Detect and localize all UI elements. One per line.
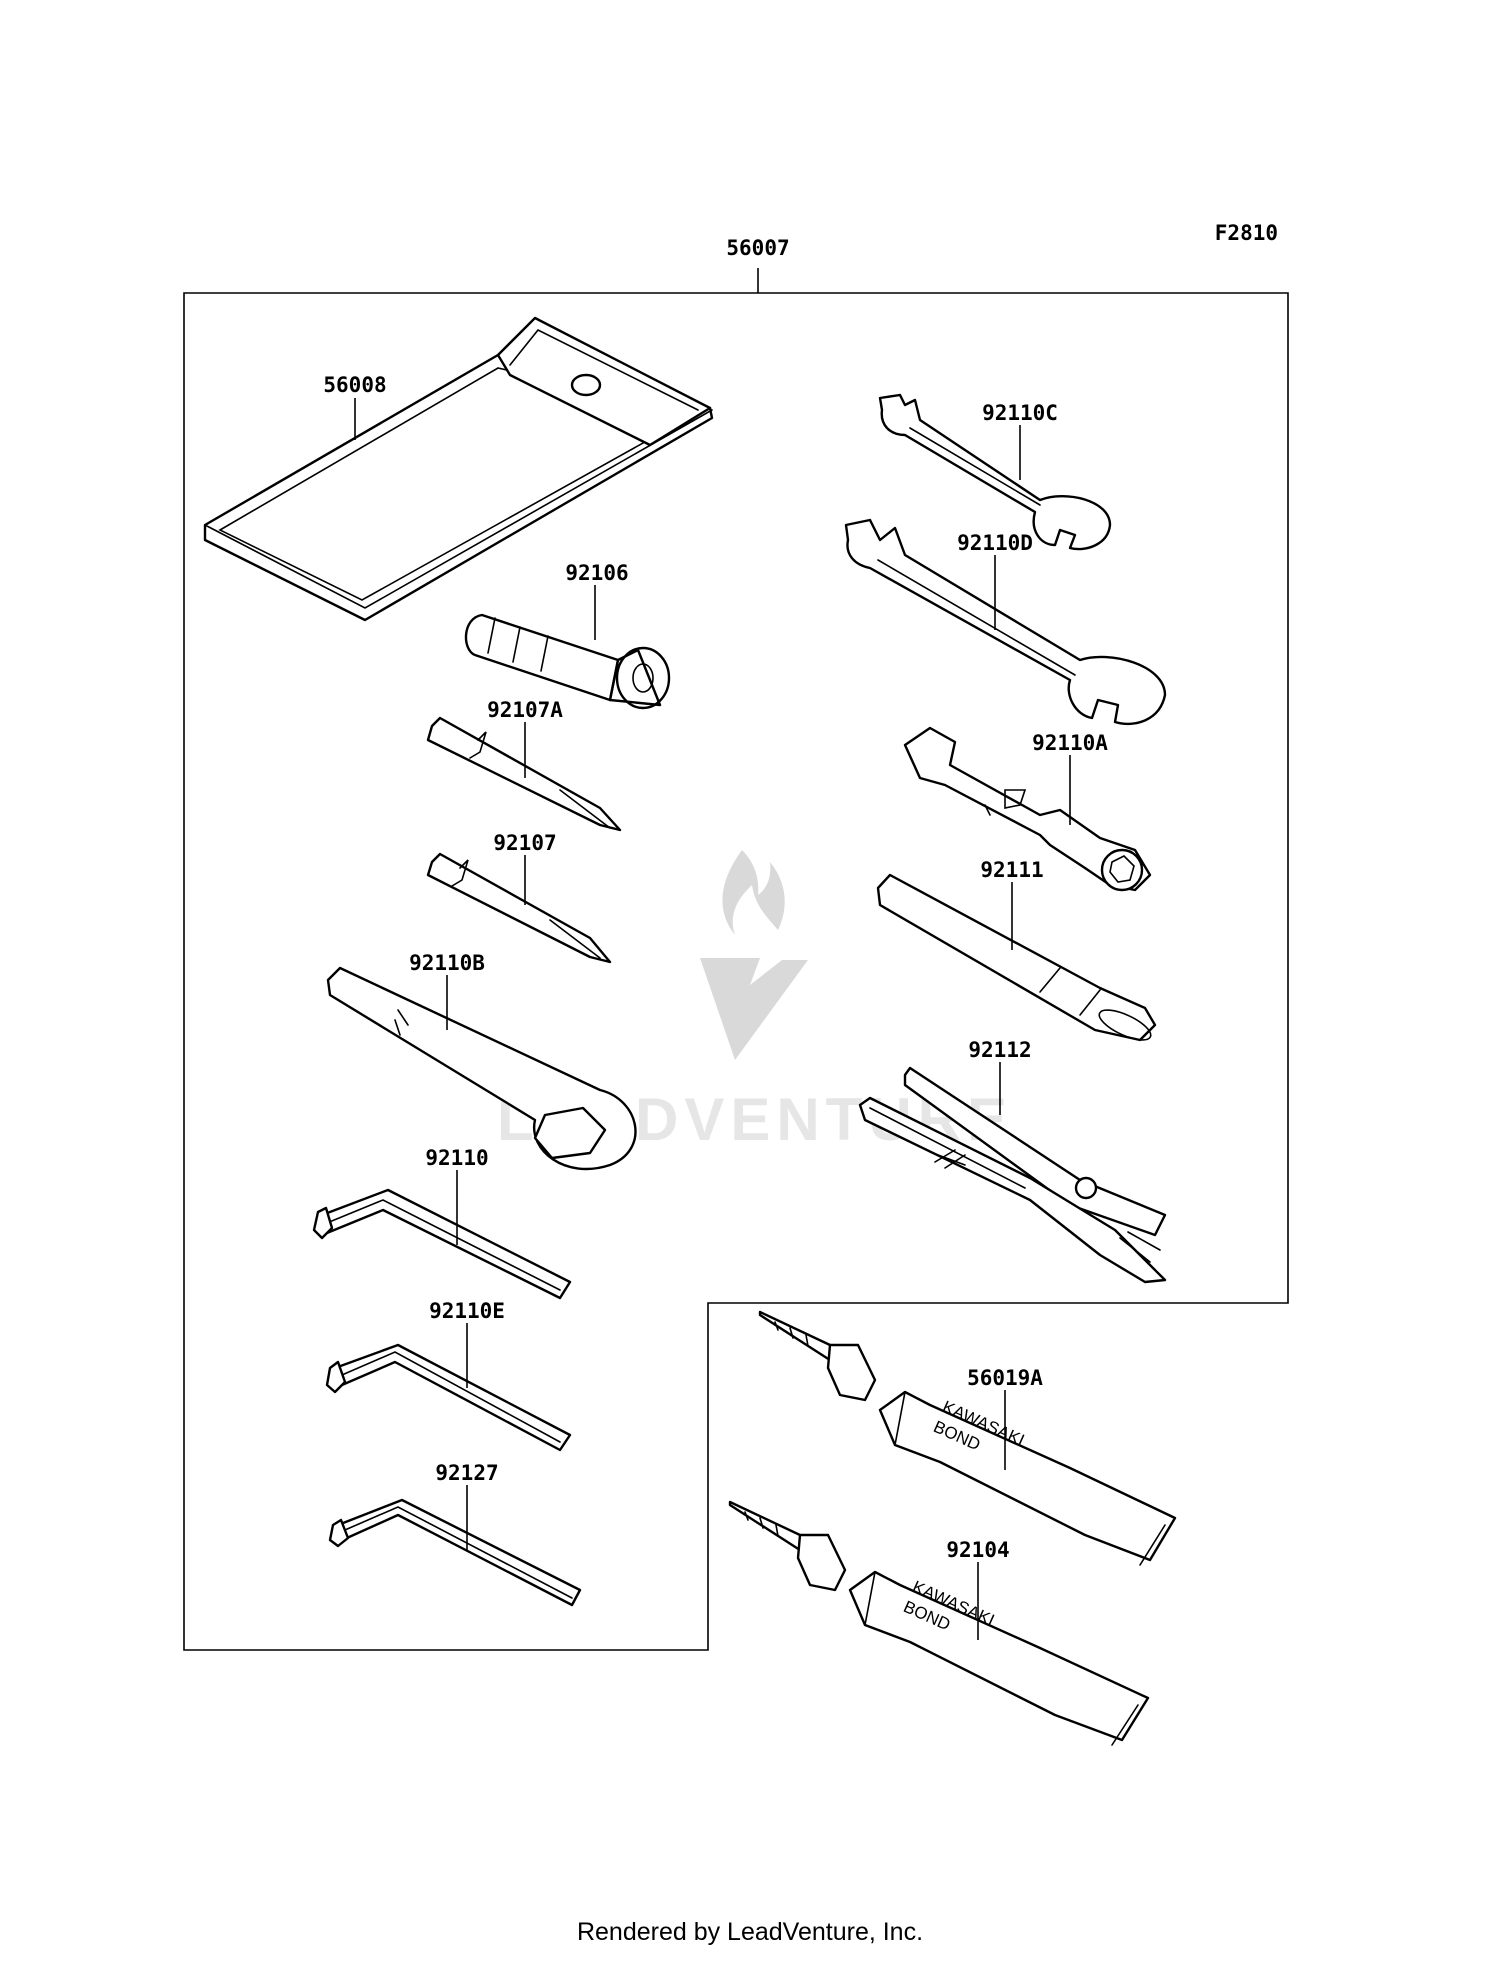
part-label-92110E[interactable]: 92110E [429, 1299, 505, 1323]
tool-pouch[interactable] [203, 316, 714, 622]
part-label-92110D[interactable]: 92110D [957, 531, 1033, 555]
diagram-code: F2810 [1215, 221, 1278, 245]
part-label-56007[interactable]: 56007 [726, 236, 789, 260]
part-label-92104[interactable]: 92104 [946, 1538, 1009, 1562]
part-label-56019A[interactable]: 56019A [967, 1366, 1043, 1390]
box-wrench[interactable] [903, 726, 1152, 892]
pliers[interactable] [858, 1066, 1167, 1284]
plug-socket[interactable] [464, 613, 671, 710]
part-label-92110A[interactable]: 92110A [1032, 731, 1108, 755]
part-label-92127[interactable]: 92127 [435, 1461, 498, 1485]
ring-spanner[interactable] [326, 966, 637, 1171]
part-label-56008[interactable]: 56008 [323, 373, 386, 397]
open-end-spanner-large[interactable] [844, 518, 1167, 726]
hex-key-medium[interactable] [325, 1343, 572, 1452]
render-credit: Rendered by LeadVenture, Inc. [576, 1918, 924, 1946]
part-label-92107[interactable]: 92107 [493, 831, 556, 855]
sealant-tube-56019A[interactable]: KAWASAKI BOND [758, 1310, 1177, 1566]
hex-key-large[interactable] [312, 1188, 572, 1300]
part-label-92111[interactable]: 92111 [980, 858, 1043, 882]
hex-key-small[interactable] [328, 1498, 582, 1607]
part-label-92107A[interactable]: 92107A [487, 698, 563, 722]
part-label-92110C[interactable]: 92110C [982, 401, 1058, 425]
screwdriver-bit-large[interactable] [426, 716, 622, 832]
part-label-92110[interactable]: 92110 [425, 1146, 488, 1170]
part-label-92110B[interactable]: 92110B [409, 951, 485, 975]
open-end-spanner-small[interactable] [878, 393, 1112, 551]
part-label-92106[interactable]: 92106 [565, 561, 628, 585]
kit-boundary [183, 292, 1289, 1651]
part-label-92112[interactable]: 92112 [968, 1038, 1031, 1062]
screwdriver-bit-small[interactable] [426, 852, 612, 964]
tommy-bar[interactable] [876, 873, 1157, 1046]
sealant-tube-92104[interactable]: KAWASAKI BOND [728, 1500, 1150, 1746]
